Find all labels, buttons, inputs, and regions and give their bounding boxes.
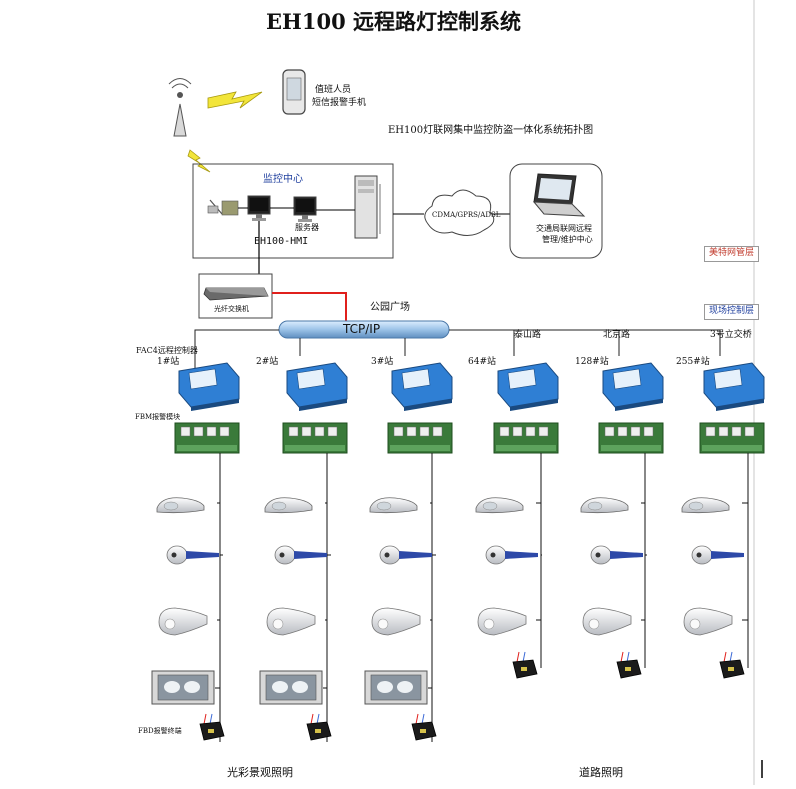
fbd-alarm-terminal-icon-5 — [616, 651, 642, 679]
blue-neck-lamp-icon-2 — [274, 545, 327, 565]
cobra-lamp-icon-5 — [580, 497, 629, 514]
server-tower-icon — [354, 175, 378, 239]
layer-mgmt-tag: 美特网管层 — [704, 246, 760, 262]
road-label-3: 3号立交桥 — [710, 330, 752, 340]
fac4-controller-icon-3 — [391, 362, 453, 411]
floodlight-icon-3 — [364, 670, 428, 705]
station-label-4: 64#站 — [468, 357, 496, 367]
remote-center-label-1: 交通局联网远程 — [536, 224, 592, 233]
server-label: 服务器 — [295, 223, 319, 232]
network-cloud-icon — [424, 189, 495, 236]
hmi-monitor-icon — [247, 195, 271, 221]
fbm-alarm-board-icon-1 — [174, 422, 240, 454]
floodlight-icon-1 — [151, 670, 215, 705]
duty-label-1: 值班人员 — [315, 85, 352, 95]
fac4-controller-icon-4 — [497, 362, 559, 411]
bulb-lamp-icon-4 — [477, 607, 527, 636]
monitor-center-label: 监控中心 — [263, 174, 303, 185]
fbm-alarm-board-icon-5 — [598, 422, 664, 454]
park-label: 公园广场 — [370, 302, 410, 313]
page-title: EH100 远程路灯控制系统 — [266, 9, 521, 34]
topology-caption: EH100灯联网集中监控防盗一体化系统拓扑图 — [388, 125, 594, 136]
fac4-controller-icon-2 — [286, 362, 348, 411]
fbd-label: FBD报警终端 — [138, 727, 182, 735]
cobra-lamp-icon-3 — [369, 497, 418, 514]
blue-neck-lamp-icon-6 — [691, 545, 744, 565]
station-label-6: 255#站 — [676, 357, 710, 367]
modem-icon — [221, 200, 239, 216]
fbm-label: FBM报警模块 — [135, 413, 181, 421]
fbd-alarm-terminal-icon-2 — [306, 713, 332, 741]
bulb-lamp-icon-5 — [582, 607, 632, 636]
hmi-label: EH100-HMI — [254, 236, 309, 247]
bulb-lamp-icon-1 — [158, 607, 208, 636]
server-monitor-icon — [293, 196, 317, 222]
station-label-5: 128#站 — [575, 357, 609, 367]
network-cloud-label: CDMA/GPRS/ADSL — [432, 211, 501, 219]
bus-link-1 — [194, 329, 279, 368]
fac4-controller-icon-6 — [703, 362, 765, 411]
blue-neck-lamp-icon-5 — [590, 545, 643, 565]
fbd-alarm-terminal-icon-4 — [512, 651, 538, 679]
fac4-label: FAC4远程控制器 — [136, 346, 198, 355]
cobra-lamp-icon-1 — [156, 497, 205, 514]
mobile-phone-icon — [282, 69, 306, 115]
fiber-switch-icon — [203, 287, 269, 301]
bus-link-6 — [619, 329, 721, 356]
lightning-icon-mid — [187, 149, 211, 173]
blue-neck-lamp-icon-4 — [485, 545, 538, 565]
lightning-icon-top — [207, 91, 263, 109]
bulb-lamp-icon-3 — [371, 607, 421, 636]
antenna-tower-icon — [168, 78, 192, 137]
radio-modem-icon — [207, 205, 219, 214]
fbm-alarm-board-icon-3 — [387, 422, 453, 454]
group-left-label: 光彩景观照明 — [227, 766, 293, 779]
station-label-2: 2#站 — [256, 357, 279, 367]
fbd-alarm-terminal-icon-3 — [411, 713, 437, 741]
blue-neck-lamp-icon-1 — [166, 545, 219, 565]
road-label-1: 泰山路 — [514, 330, 542, 340]
cobra-lamp-icon-2 — [264, 497, 313, 514]
cobra-lamp-icon-4 — [475, 497, 524, 514]
group-right-label: 道路照明 — [579, 766, 623, 779]
road-label-2: 北京路 — [603, 330, 631, 340]
bus-label: TCP/IP — [343, 322, 381, 336]
laptop-icon — [532, 173, 586, 217]
bulb-lamp-icon-2 — [266, 607, 316, 636]
remote-center-label-2: 管理/维护中心 — [542, 235, 593, 244]
switch-label: 光纤交换机 — [214, 305, 249, 313]
fbm-alarm-board-icon-4 — [493, 422, 559, 454]
station-label-3: 3#站 — [371, 357, 394, 367]
fac4-controller-icon-5 — [602, 362, 664, 411]
red-fiber-link — [272, 292, 347, 323]
fbd-alarm-terminal-icon-1 — [199, 713, 225, 741]
bulb-lamp-icon-6 — [683, 607, 733, 636]
blue-neck-lamp-icon-3 — [379, 545, 432, 565]
fac4-controller-icon-1 — [178, 362, 240, 411]
station-label-1: 1#站 — [157, 357, 180, 367]
fbm-alarm-board-icon-2 — [282, 422, 348, 454]
duty-label-2: 短信报警手机 — [312, 98, 367, 108]
fbd-alarm-terminal-icon-6 — [719, 651, 745, 679]
layer-field-tag: 现场控制层 — [704, 304, 760, 320]
floodlight-icon-2 — [259, 670, 323, 705]
monitor-center-box — [192, 163, 394, 259]
bus-link-4 — [449, 329, 515, 356]
fbm-alarm-board-icon-6 — [699, 422, 765, 454]
cobra-lamp-icon-6 — [681, 497, 730, 514]
